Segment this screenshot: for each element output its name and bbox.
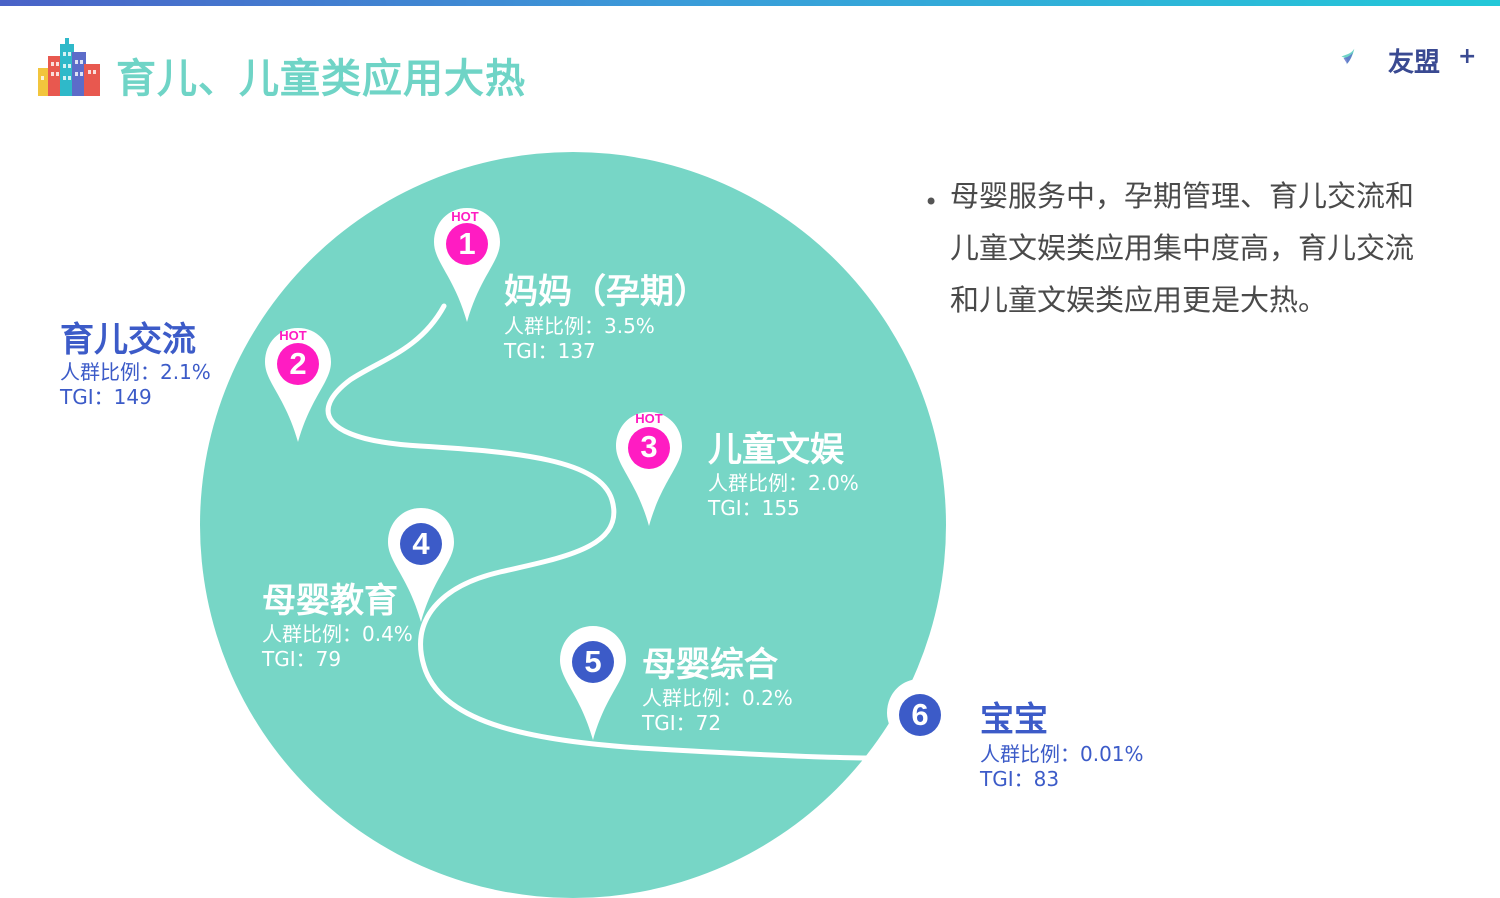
pin-4-number: 4 — [412, 526, 430, 561]
pin-3-number: 3 — [640, 429, 658, 464]
pin-3-marker — [616, 412, 682, 526]
pin-1-hot-badge: HOT — [451, 209, 479, 224]
description-bullet: • — [924, 188, 939, 216]
stage-4-ratio: 人群比例：0.4% — [262, 622, 413, 646]
journey-road — [325, 303, 883, 761]
pin-2-hot-badge: HOT — [279, 328, 307, 343]
stage-5-name: 母婴综合 — [642, 645, 778, 685]
pin-5-number: 5 — [584, 644, 602, 679]
page-title: 育儿、儿童类应用大热 — [116, 56, 526, 102]
stage-4-tgi: TGI：79 — [262, 647, 342, 671]
brand-name: 友盟 — [1388, 48, 1441, 78]
stage-5-ratio: 人群比例：0.2% — [642, 686, 793, 710]
stage-3-ratio: 人群比例：2.0% — [708, 471, 859, 495]
stage-5-tgi: TGI：72 — [642, 711, 722, 735]
pin-2-number: 2 — [289, 346, 307, 381]
pin-4-marker — [388, 508, 454, 622]
stage-3-name: 儿童文娱 — [708, 430, 844, 470]
stage-2-tgi: TGI：149 — [60, 385, 152, 409]
pin-2-marker — [265, 328, 331, 442]
description-text: 母婴服务中，孕期管理、育儿交流和儿童文娱类应用集中度高，育儿交流和儿童文娱类应用… — [950, 179, 1415, 317]
pin-6-marker — [887, 679, 953, 793]
stage-1-ratio: 人群比例：3.5% — [504, 314, 655, 338]
umeng-bird-logo-icon — [1341, 48, 1355, 65]
stage-3-tgi: TGI：155 — [708, 496, 800, 520]
journey-circle — [200, 152, 946, 898]
stage-1-tgi: TGI：137 — [504, 339, 596, 363]
pin-6-number: 6 — [911, 697, 929, 732]
stage-6-ratio: 人群比例：0.01% — [980, 742, 1144, 766]
stage-1-name: 妈妈（孕期） — [504, 272, 708, 312]
city-buildings-icon — [38, 38, 100, 96]
pin-1-marker — [434, 208, 500, 322]
stage-2-name: 育儿交流 — [60, 320, 196, 360]
top-gradient-bar — [0, 0, 1500, 6]
stage-2-ratio: 人群比例：2.1% — [60, 360, 211, 384]
brand-plus: + — [1458, 44, 1477, 69]
stage-4-name: 母婴教育 — [262, 581, 398, 621]
pin-3-hot-badge: HOT — [635, 411, 663, 426]
stage-6-name: 宝宝 — [980, 700, 1048, 740]
stage-6-tgi: TGI：83 — [980, 767, 1060, 791]
pin-5-marker — [560, 626, 626, 740]
pin-1-number: 1 — [458, 226, 476, 261]
